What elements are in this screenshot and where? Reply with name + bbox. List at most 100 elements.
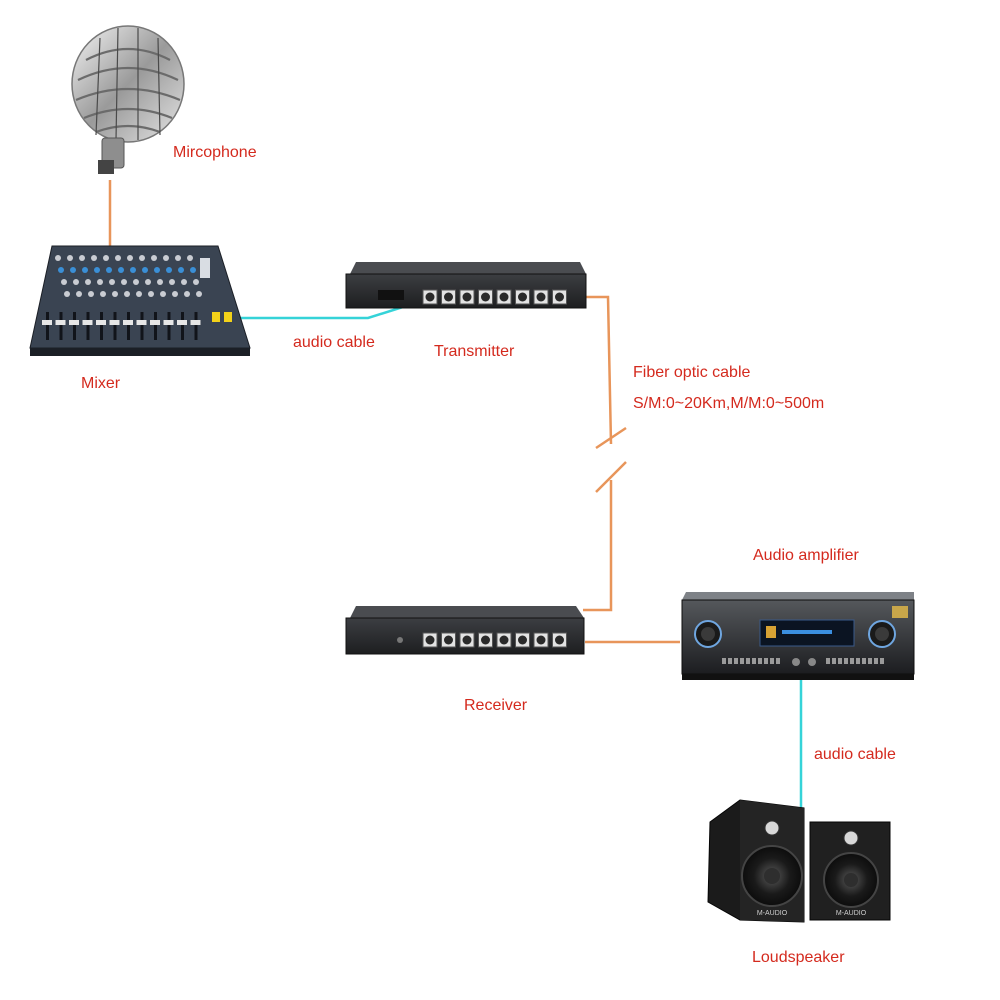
amp-button — [752, 658, 756, 664]
mixer-knob — [64, 291, 70, 297]
mixer-fader-cap — [123, 320, 133, 325]
amp-button — [862, 658, 866, 664]
mixer-knob — [127, 255, 133, 261]
mixer-knob — [100, 291, 106, 297]
amp-button — [868, 658, 872, 664]
mixer-label: Mixer — [81, 375, 121, 392]
mixer-knob — [160, 291, 166, 297]
amp-button — [734, 658, 738, 664]
mixer-fader-cap — [82, 320, 93, 325]
xlr-socket — [518, 292, 527, 302]
mixer-knob — [178, 267, 184, 273]
mixer-to-transmitter-audio-cable — [240, 304, 407, 320]
mixer-fader-cap — [109, 320, 120, 325]
mixer-knob — [115, 255, 121, 261]
mixer-knob — [172, 291, 178, 297]
xlr-socket — [518, 635, 527, 645]
transmitter-image — [345, 262, 587, 309]
mixer-fader-track — [113, 312, 117, 340]
fiber-optic-cable-label: Fiber optic cable — [633, 364, 751, 381]
mixer-knob — [109, 279, 115, 285]
mixer-image — [29, 245, 251, 356]
audio-amplifier-label: Audio amplifier — [753, 547, 859, 564]
mixer-knob — [61, 279, 67, 285]
xlr-socket — [536, 635, 546, 645]
mixer-fader-track — [181, 312, 184, 340]
mixer-knob — [94, 267, 100, 273]
amp-button — [838, 658, 842, 664]
mixer-knob — [97, 279, 103, 285]
mixer-knob — [85, 279, 91, 285]
mixer-knob — [82, 267, 88, 273]
xlr-socket — [444, 635, 453, 645]
xlr-socket — [462, 635, 472, 645]
amp-button — [770, 658, 774, 664]
mixer-fader-cap — [55, 320, 66, 325]
mixer-fader-track — [127, 312, 130, 340]
mixer-fader-track — [86, 312, 90, 340]
mixer-knob — [91, 255, 97, 261]
xlr-socket — [499, 635, 509, 645]
mixer-knob — [151, 255, 157, 261]
mixer-fader-track — [194, 312, 198, 340]
cables — [108, 180, 803, 822]
receiver-image — [345, 606, 585, 655]
mixer-knob — [166, 267, 172, 273]
fiber-optic-cable-lower — [583, 480, 613, 612]
mixer-knob — [193, 279, 199, 285]
mixer-fader-track — [167, 312, 171, 340]
mixer-knob — [103, 255, 109, 261]
amp-button — [832, 658, 836, 664]
amp-button — [776, 658, 780, 664]
xlr-socket — [425, 292, 435, 302]
mixer-fader-cap — [163, 320, 174, 325]
microphone-image — [71, 25, 185, 174]
amp-button — [826, 658, 830, 664]
mixer-fader-track — [140, 312, 144, 340]
mixer-knob — [118, 267, 124, 273]
mixer-knob — [67, 255, 73, 261]
receiver-xlr-ports — [422, 632, 567, 648]
amp-button — [758, 658, 762, 664]
mixer-fader-track — [59, 312, 63, 340]
amp-button — [844, 658, 848, 664]
mixer-fader-cap — [69, 320, 79, 325]
mixer-fader-track — [73, 312, 76, 340]
audio-amplifier-image — [681, 592, 915, 680]
mixer-knob — [76, 291, 82, 297]
xlr-socket — [444, 292, 453, 302]
mixer-knob — [187, 255, 193, 261]
mixer-knob — [130, 267, 136, 273]
loudspeaker-image: M-AUDIO M-AUDIO — [707, 799, 891, 923]
transmitter-label: Transmitter — [434, 343, 515, 360]
mixer-knob — [136, 291, 142, 297]
mixer-knob — [181, 279, 187, 285]
amp-button — [746, 658, 750, 664]
xlr-socket — [481, 635, 490, 645]
mixer-fader-cap — [190, 320, 201, 325]
mixer-knob — [121, 279, 127, 285]
mixer-knob — [112, 291, 118, 297]
mixer-fader-cap — [150, 320, 160, 325]
xlr-socket — [499, 292, 509, 302]
xlr-socket — [555, 292, 564, 302]
mixer-knob — [154, 267, 160, 273]
mixer-knob — [70, 267, 76, 273]
mixer-knob — [184, 291, 190, 297]
mixer-knob — [88, 291, 94, 297]
fiber-break-mark-lower — [595, 461, 627, 493]
mixer-knob — [133, 279, 139, 285]
mixer-channel-knobs — [42, 255, 202, 340]
mixer-knob — [73, 279, 79, 285]
mixer-knob — [58, 267, 64, 273]
xlr-socket — [555, 635, 564, 645]
fiber-optic-cable-upper — [586, 295, 613, 445]
mixer-knob — [55, 255, 61, 261]
fiber-optic-spec-label: S/M:0~20Km,M/M:0~500m — [633, 395, 825, 412]
mixer-knob — [145, 279, 151, 285]
xlr-socket — [536, 292, 546, 302]
mixer-knob — [148, 291, 154, 297]
mixer-knob — [196, 291, 202, 297]
right-speaker-brand: M-AUDIO — [836, 910, 867, 917]
